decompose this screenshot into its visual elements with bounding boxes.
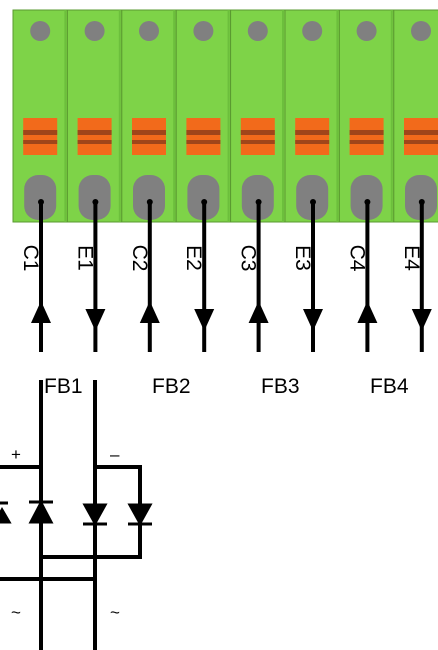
- group-label-fb3: FB3: [261, 375, 300, 398]
- terminal-label-c2: C2: [128, 245, 151, 272]
- wire-terminal-dot: [201, 199, 208, 205]
- group-labels: FB1 FB2 FB3 FB4: [44, 375, 409, 398]
- diode-e1: [82, 503, 108, 527]
- clamp-lever-icon[interactable]: [349, 118, 384, 155]
- clamp-stripe: [240, 140, 275, 144]
- screw-icon: [84, 21, 105, 41]
- arrow-down-icon: [303, 309, 323, 331]
- terminal-label-e2: E2: [182, 245, 205, 271]
- wire-entry-icon[interactable]: [241, 175, 274, 220]
- screw-icon: [30, 21, 51, 41]
- clamp-lever-icon[interactable]: [404, 118, 438, 155]
- wire-terminal-dot: [92, 199, 99, 205]
- wire-terminal-dot: [418, 199, 425, 205]
- clamp-lever-icon[interactable]: [77, 118, 112, 155]
- arrow-down-icon: [85, 309, 106, 331]
- screw-icon: [193, 21, 214, 41]
- clamp-stripe: [295, 140, 330, 144]
- clamp-stripe: [404, 130, 438, 135]
- diode-minus: [127, 503, 153, 527]
- clamp-stripe: [23, 140, 58, 144]
- wire-terminal-dot: [364, 199, 371, 205]
- ac-right-sign: ~: [110, 603, 120, 622]
- arrow-up-icon: [248, 301, 269, 323]
- terminal-label-c1: C1: [19, 245, 42, 272]
- terminal-module-c4: [338, 9, 395, 223]
- screw-icon: [302, 21, 323, 41]
- terminal-module-c3: [230, 9, 286, 223]
- terminal-module-e2: [175, 9, 232, 223]
- wire-entry-icon[interactable]: [187, 175, 220, 220]
- wire-entry-icon[interactable]: [296, 175, 329, 220]
- clamp-lever-icon[interactable]: [186, 118, 221, 155]
- terminal-module-e3: [284, 9, 340, 223]
- wire-entry-icon[interactable]: [133, 175, 165, 220]
- arrow-down-icon: [411, 309, 432, 331]
- terminal-label-e3: E3: [291, 245, 314, 271]
- arrow-down-icon: [194, 309, 215, 331]
- terminal-wires: [31, 199, 432, 352]
- group-label-fb4: FB4: [370, 375, 409, 398]
- screw-icon: [411, 21, 431, 41]
- arrow-up-icon: [31, 301, 51, 323]
- clamp-stripe: [77, 130, 112, 135]
- diode-c1: [28, 499, 54, 524]
- diode-left-partial: [0, 507, 12, 524]
- wire-terminal-dot: [310, 199, 316, 205]
- wire-terminal-dot: [38, 199, 44, 205]
- terminal-label-e1: E1: [73, 245, 96, 271]
- wire-entry-icon[interactable]: [350, 175, 383, 220]
- terminal-labels: C1 E1 C2 E2 C3 E3 C4 E4: [19, 245, 423, 272]
- screw-icon: [356, 21, 377, 41]
- clamp-stripe: [349, 140, 384, 144]
- arrow-up-icon: [357, 301, 378, 323]
- group-label-fb1: FB1: [44, 375, 83, 398]
- terminal-module-c1: [12, 9, 68, 223]
- wire-terminal-dot: [146, 199, 153, 205]
- terminal-label-c4: C4: [345, 245, 368, 272]
- clamp-lever-icon[interactable]: [295, 118, 330, 155]
- wire-entry-icon[interactable]: [78, 175, 111, 220]
- diodes: [0, 499, 153, 527]
- clamp-stripe: [404, 140, 438, 144]
- wire-entry-icon[interactable]: [405, 175, 437, 220]
- ac-left-sign: ~: [11, 603, 21, 622]
- arrow-up-icon: [139, 301, 160, 323]
- clamp-stripe: [77, 140, 112, 144]
- plus-sign: +: [11, 445, 21, 464]
- clamp-stripe: [23, 130, 58, 135]
- clamp-stripe: [295, 130, 330, 135]
- screw-icon: [139, 21, 159, 41]
- clamp-stripe: [349, 130, 384, 135]
- clamp-lever-icon[interactable]: [132, 118, 166, 155]
- group-label-fb2: FB2: [152, 375, 191, 398]
- clamp-stripe: [132, 130, 166, 135]
- screw-icon: [247, 21, 268, 41]
- terminal-module-e1: [66, 9, 123, 223]
- clamp-lever-icon[interactable]: [23, 118, 58, 155]
- terminal-module-e4: [393, 9, 438, 223]
- clamp-lever-icon[interactable]: [240, 118, 275, 155]
- wire-entry-icon[interactable]: [24, 175, 57, 220]
- terminal-block: [12, 9, 438, 223]
- wire-terminal-dot: [255, 199, 262, 205]
- clamp-stripe: [132, 140, 166, 144]
- clamp-stripe: [186, 130, 221, 135]
- terminal-module-c2: [121, 9, 177, 223]
- clamp-stripe: [186, 140, 221, 144]
- clamp-stripe: [240, 130, 275, 135]
- terminal-label-e4: E4: [400, 245, 423, 271]
- terminal-label-c3: C3: [237, 245, 260, 272]
- minus-sign: –: [110, 445, 120, 464]
